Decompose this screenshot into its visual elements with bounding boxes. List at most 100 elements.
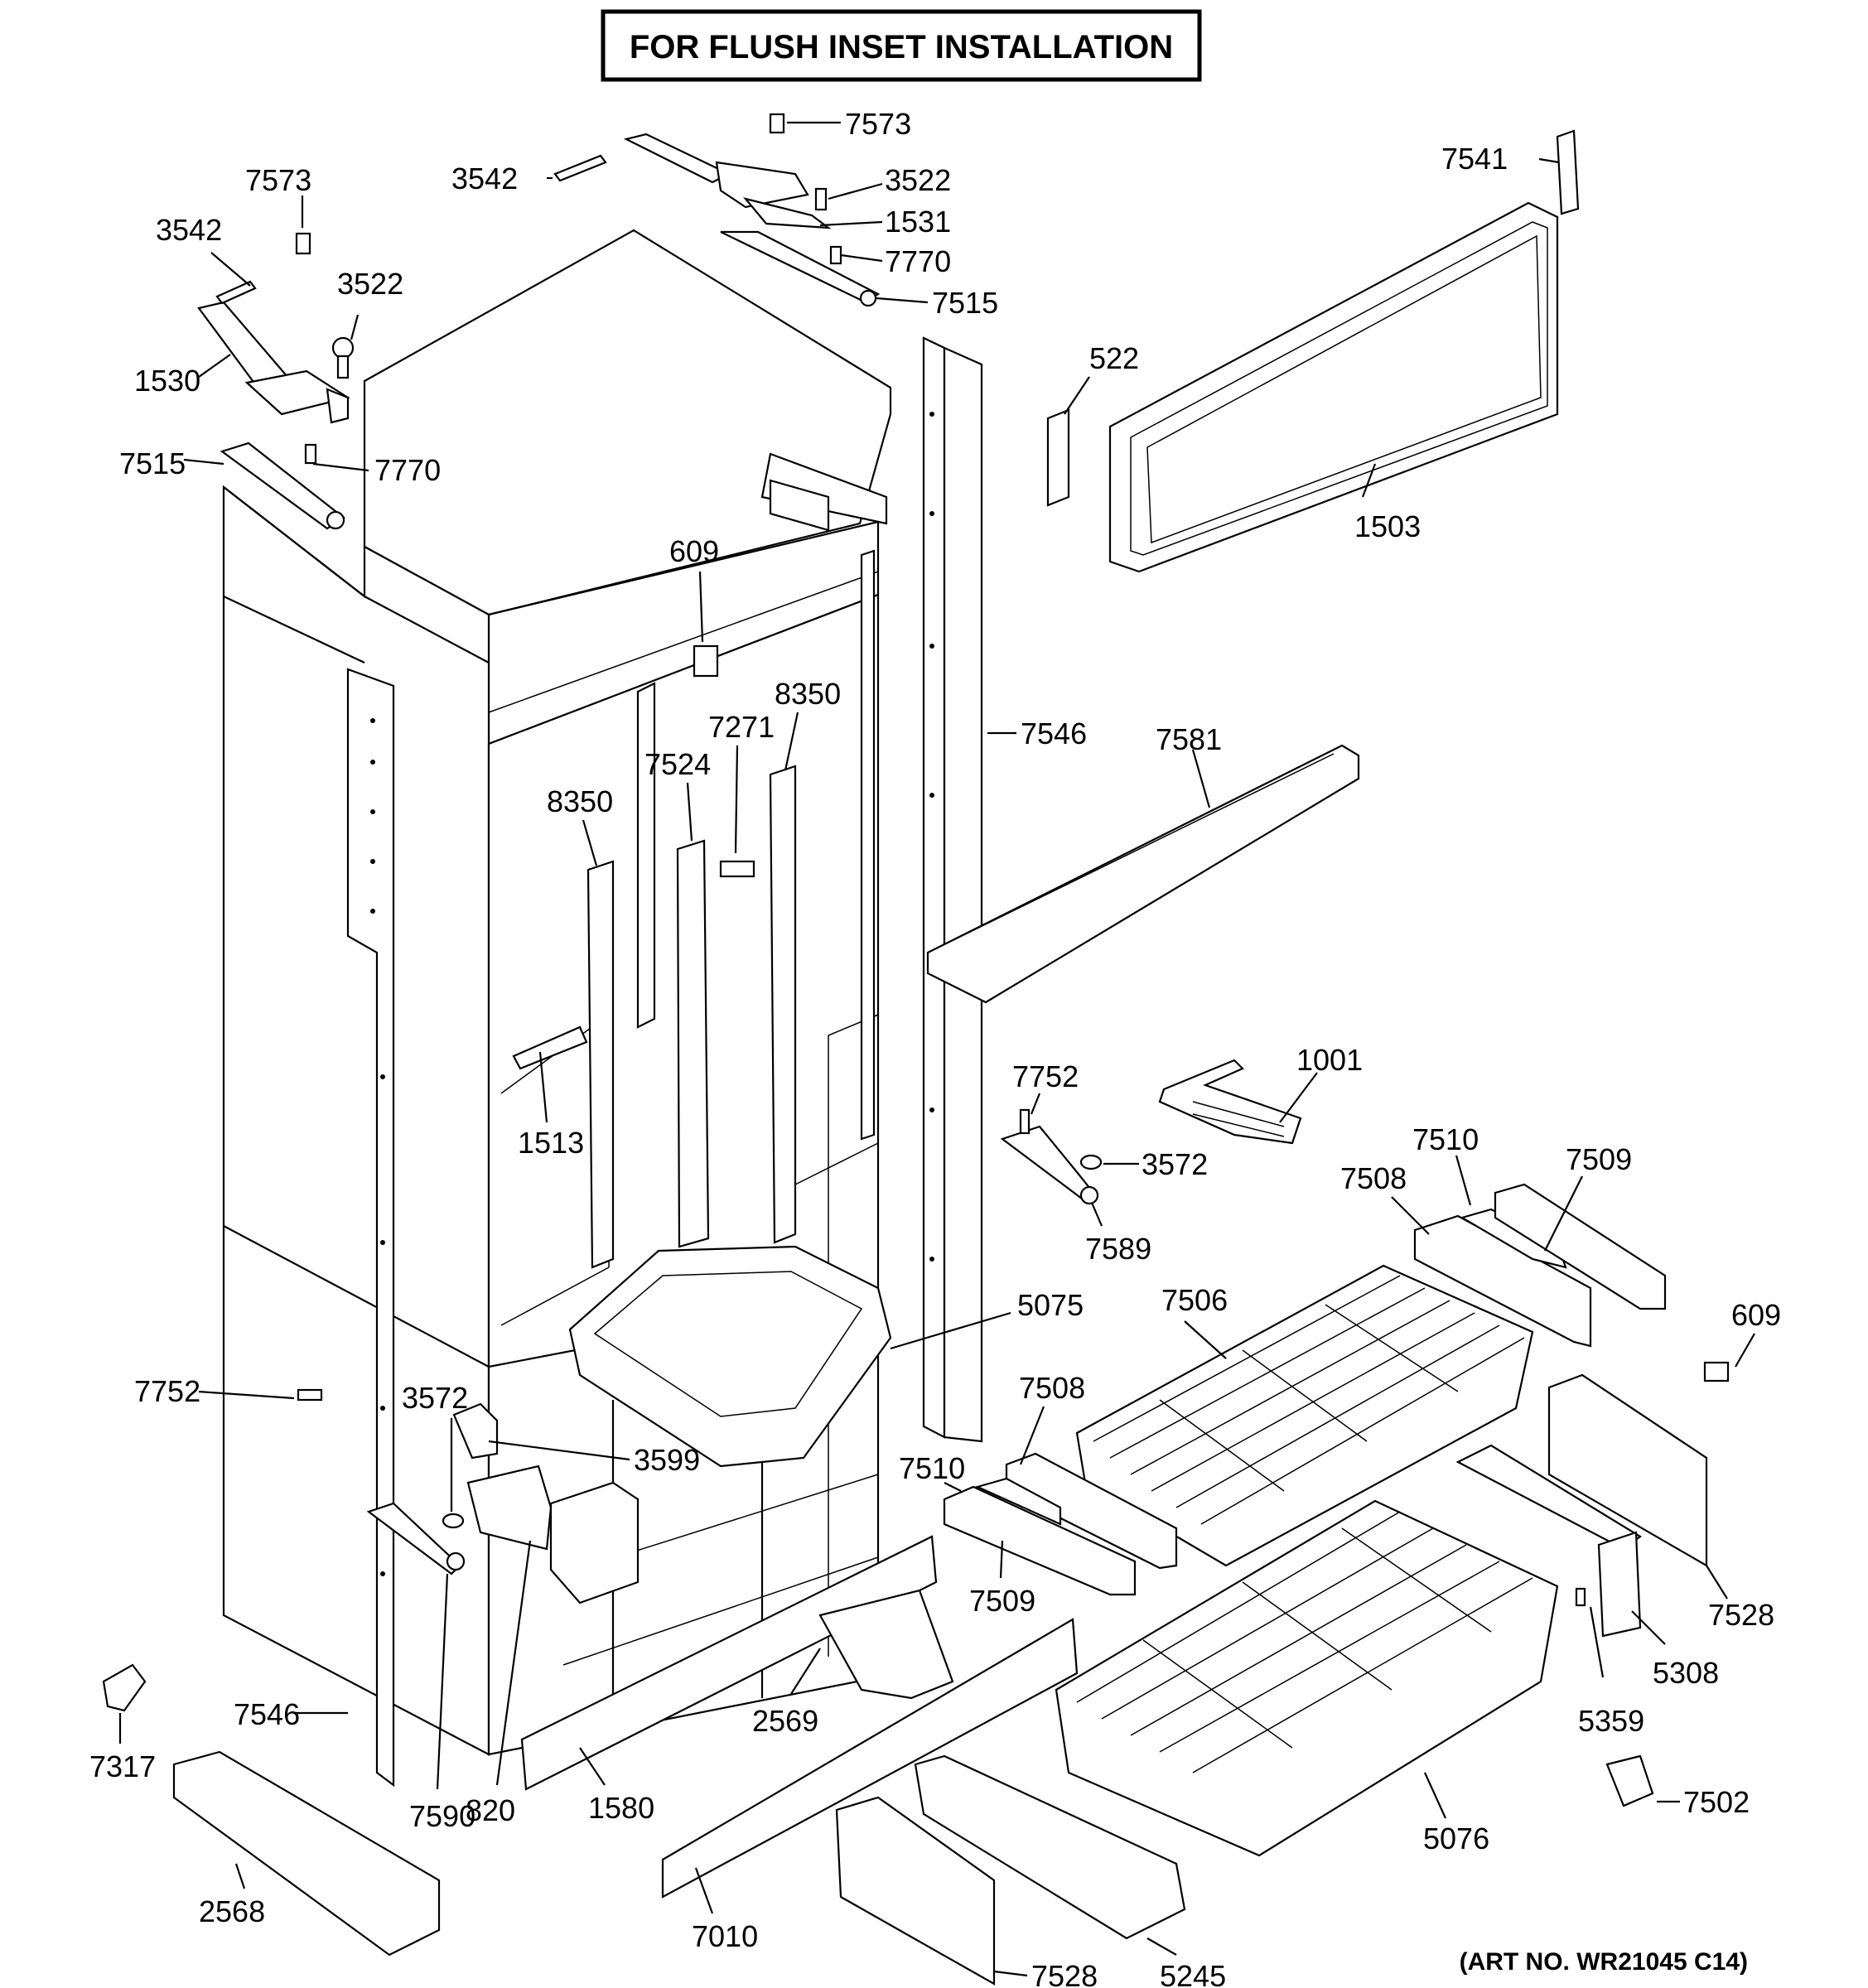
label-7546-right: 7546 (1021, 717, 1087, 750)
drawer-front-1503 (1046, 129, 1580, 573)
label-7770: 7770 (885, 244, 951, 278)
label-7508-upper: 7508 (1340, 1161, 1407, 1195)
label-1530: 1530 (134, 364, 200, 398)
pin-7573-left (295, 232, 311, 255)
label-609-right: 609 (1731, 1298, 1781, 1332)
right-trim-7546 (922, 336, 983, 1443)
label-7317: 7317 (89, 1749, 156, 1783)
label-5076: 5076 (1423, 1822, 1489, 1855)
label-3542: 3542 (451, 162, 518, 195)
label-3572: 3572 (1142, 1147, 1208, 1181)
page-title: FOR FLUSH INSET INSTALLATION (630, 29, 1173, 65)
label-5359: 5359 (1578, 1704, 1644, 1738)
label-7509-lower: 7509 (969, 1584, 1035, 1618)
label-2569: 2569 (752, 1704, 818, 1738)
label-7510-lower: 7510 (899, 1451, 965, 1485)
label-1503: 1503 (1354, 509, 1421, 543)
label-7271: 7271 (708, 710, 775, 744)
hinge-plate-7515-top (720, 230, 881, 304)
left-trim-7546 (346, 668, 395, 1788)
label-1531: 1531 (885, 205, 951, 239)
screw-7752-right (1019, 1108, 1031, 1135)
label-3522-left: 3522 (337, 267, 403, 301)
pin-5359 (1575, 1587, 1586, 1607)
label-7528-lower: 7528 (1031, 1959, 1098, 1988)
switch-609 (1703, 1361, 1730, 1382)
drawer-slides-lower (943, 1452, 1178, 1596)
basket-grid-lower (1076, 1511, 1533, 1773)
bracket-522 (1046, 408, 1070, 507)
rail-7581 (926, 744, 1360, 1004)
interior-rail-right (860, 549, 876, 1141)
label-7541: 7541 (1441, 142, 1508, 176)
label-8350-right: 8350 (775, 677, 841, 711)
label-7770-left: 7770 (374, 453, 441, 487)
bracket-5308 (1597, 1531, 1642, 1638)
label-3599: 3599 (634, 1443, 700, 1477)
label-820: 820 (466, 1793, 515, 1827)
screw-3522-left (331, 336, 355, 359)
rail-7524 (676, 839, 710, 1248)
label-5075: 5075 (1017, 1288, 1084, 1322)
trim-holes (370, 718, 385, 1576)
label-7524: 7524 (644, 747, 711, 781)
part-3599 (452, 1402, 499, 1460)
part-1001 (1158, 1059, 1302, 1145)
label-7589: 7589 (1085, 1232, 1151, 1266)
label-7752-left: 7752 (134, 1374, 200, 1408)
label-7528-right: 7528 (1708, 1598, 1774, 1632)
label-7510-upper: 7510 (1412, 1122, 1479, 1156)
label-7590: 7590 (409, 1799, 475, 1833)
rail-8350-right (769, 765, 797, 1244)
label-7752-right: 7752 (1012, 1059, 1079, 1093)
panel-7528-lower (835, 1796, 996, 1986)
label-5308: 5308 (1653, 1656, 1719, 1690)
hinge-body-top (715, 161, 809, 209)
part-7502 (1605, 1754, 1654, 1807)
panel-7528-right (1455, 1373, 1708, 1638)
interior-rail-left (636, 682, 656, 1029)
washer-3572-left (442, 1513, 465, 1529)
lower-panels (172, 1361, 1730, 1986)
basket-5076 (1055, 1499, 1559, 1857)
part-820 (466, 1464, 553, 1551)
label-7573-left: 7573 (245, 163, 311, 197)
rail-8350-left (586, 860, 615, 1269)
bin-5075 (568, 1245, 892, 1468)
label-3572-left: 3572 (402, 1381, 468, 1415)
screw-7271 (719, 860, 755, 878)
hinge-assembly-left (197, 232, 355, 530)
part-labels: 7573 3542 3522 1531 7770 7515 7541 7573 … (89, 107, 1781, 1988)
slide-7508-upper (1413, 1214, 1592, 1348)
control-2568 (172, 1750, 441, 1957)
label-7509-upper: 7509 (1566, 1142, 1632, 1176)
drawer-slides-upper (1413, 1183, 1667, 1348)
bracket-5245 (914, 1754, 1186, 1940)
label-7502: 7502 (1683, 1785, 1750, 1819)
label-609: 609 (669, 534, 719, 568)
leader-lines (118, 121, 1755, 1977)
label-7581: 7581 (1156, 722, 1222, 756)
clip-7317 (102, 1663, 147, 1712)
hinge-assembly-top (553, 113, 881, 307)
slide-7509-upper (1494, 1183, 1667, 1310)
label-7546-left: 7546 (234, 1697, 300, 1731)
label-2568: 2568 (199, 1894, 265, 1928)
top-opening (760, 452, 888, 525)
lower-left-parts (102, 1388, 640, 1712)
rails-8350-7524 (512, 644, 797, 1269)
panel-1580 (520, 1535, 938, 1791)
label-1001: 1001 (1296, 1043, 1363, 1077)
basket-grid-upper (1093, 1275, 1525, 1525)
label-7508-lower: 7508 (1019, 1371, 1085, 1405)
label-7515: 7515 (932, 286, 998, 320)
title-box: FOR FLUSH INSET INSTALLATION (601, 9, 1202, 82)
label-3542-left: 3542 (156, 213, 222, 247)
slide-7509-lower (943, 1485, 1137, 1596)
label-522: 522 (1089, 341, 1139, 375)
screw-7752-left (297, 1388, 323, 1402)
spring-3542-left (215, 280, 257, 305)
label-7573: 7573 (845, 107, 911, 141)
box-820 (549, 1481, 640, 1604)
